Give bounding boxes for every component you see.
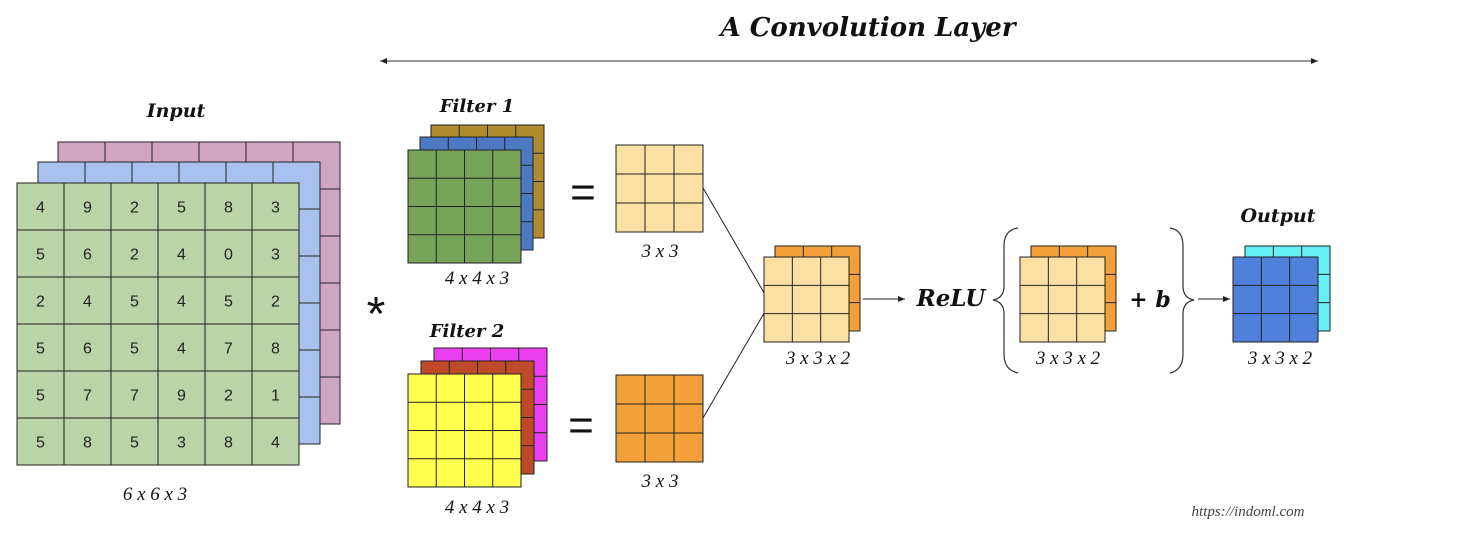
- left-brace: [992, 227, 1019, 374]
- input-cell: 5: [224, 294, 233, 311]
- input-cell: 5: [36, 247, 45, 264]
- filter1-dims: 4 x 4 x 3: [445, 268, 509, 289]
- input-cell: 2: [36, 294, 45, 311]
- input-cell: 5: [130, 341, 139, 358]
- result2-dims: 3 x 3: [641, 471, 679, 492]
- input-cell: 5: [177, 200, 186, 217]
- input-cell: 2: [224, 388, 233, 405]
- input-cell: 1: [271, 388, 280, 405]
- input-cell: 4: [271, 435, 280, 452]
- stacked-front: [763, 256, 850, 343]
- output-label: Output: [1240, 205, 1315, 227]
- bias-stack-front: [1019, 256, 1106, 343]
- input-cell: 5: [36, 341, 45, 358]
- input-cell: 6: [83, 247, 92, 264]
- result2-grid: [615, 374, 704, 463]
- merge-line-bottom: [702, 302, 771, 419]
- input-cell: 7: [83, 388, 92, 405]
- diagram-title: A Convolution Layer: [717, 13, 1017, 43]
- relu-label: ReLU: [916, 285, 988, 312]
- convolution-operator: *: [367, 288, 386, 341]
- result1-grid: [615, 144, 704, 233]
- input-cell: 7: [224, 341, 233, 358]
- input-cell: 9: [177, 388, 186, 405]
- result1-matrix: [615, 144, 704, 233]
- merge-line-top: [702, 187, 771, 304]
- input-cell: 0: [224, 247, 233, 264]
- stacked-dims: 3 x 3 x 2: [785, 348, 851, 369]
- filter1-stack: [407, 124, 545, 264]
- output-dims: 3 x 3 x 2: [1247, 348, 1313, 369]
- filter2-dims: 4 x 4 x 3: [445, 497, 509, 518]
- input-cell: 5: [36, 435, 45, 452]
- input-cell: 7: [130, 388, 139, 405]
- input-cell: 3: [271, 247, 280, 264]
- input-cell: 2: [271, 294, 280, 311]
- input-cell: 6: [83, 341, 92, 358]
- filter1-label: Filter 1: [439, 96, 515, 117]
- result1-dims: 3 x 3: [641, 241, 679, 262]
- equals-sign-2: =: [568, 401, 594, 450]
- output-front: [1232, 256, 1319, 343]
- input-cell: 3: [177, 435, 186, 452]
- input-label: Input: [146, 100, 206, 122]
- bias-term: + b: [1129, 287, 1170, 313]
- input-cell: 5: [36, 388, 45, 405]
- input-cell: 8: [224, 435, 233, 452]
- bias-stack: [1019, 245, 1117, 343]
- input-cell: 4: [83, 294, 92, 311]
- input-matrix-values: 4 9 2 5 8 3 5 6 2 4 0 3 2 4 5 4 5 2 5 6 5 4 7 8 5 7 7 9 2 1 5 8 5 3 8 4: [36, 200, 280, 452]
- input-cell: 5: [130, 435, 139, 452]
- input-cell: 9: [83, 200, 92, 217]
- input-cell: 4: [177, 294, 186, 311]
- filter2-channel-front: [407, 373, 522, 488]
- input-cell: 4: [36, 200, 45, 217]
- input-cell: 2: [130, 247, 139, 264]
- input-cell: 2: [130, 200, 139, 217]
- right-brace: [1169, 227, 1195, 374]
- result2-matrix: [615, 374, 704, 463]
- input-cell: 5: [130, 294, 139, 311]
- input-dims: 6 x 6 x 3: [123, 484, 187, 505]
- bias-stack-dims: 3 x 3 x 2: [1035, 348, 1101, 369]
- input-cell: 3: [271, 200, 280, 217]
- input-cell: 4: [177, 247, 186, 264]
- filter2-stack: [407, 347, 548, 488]
- output-stack: [1232, 245, 1331, 343]
- input-cell: 8: [224, 200, 233, 217]
- input-cell: 4: [177, 341, 186, 358]
- equals-sign-1: =: [570, 168, 596, 217]
- source-credit: https://indoml.com: [1192, 504, 1305, 520]
- stacked-result: [763, 245, 861, 343]
- input-front-channel: [16, 182, 300, 466]
- input-cell: 8: [83, 435, 92, 452]
- filter2-label: Filter 2: [429, 321, 505, 342]
- input-cell: 8: [271, 341, 280, 358]
- filter1-channel-front: [407, 149, 522, 264]
